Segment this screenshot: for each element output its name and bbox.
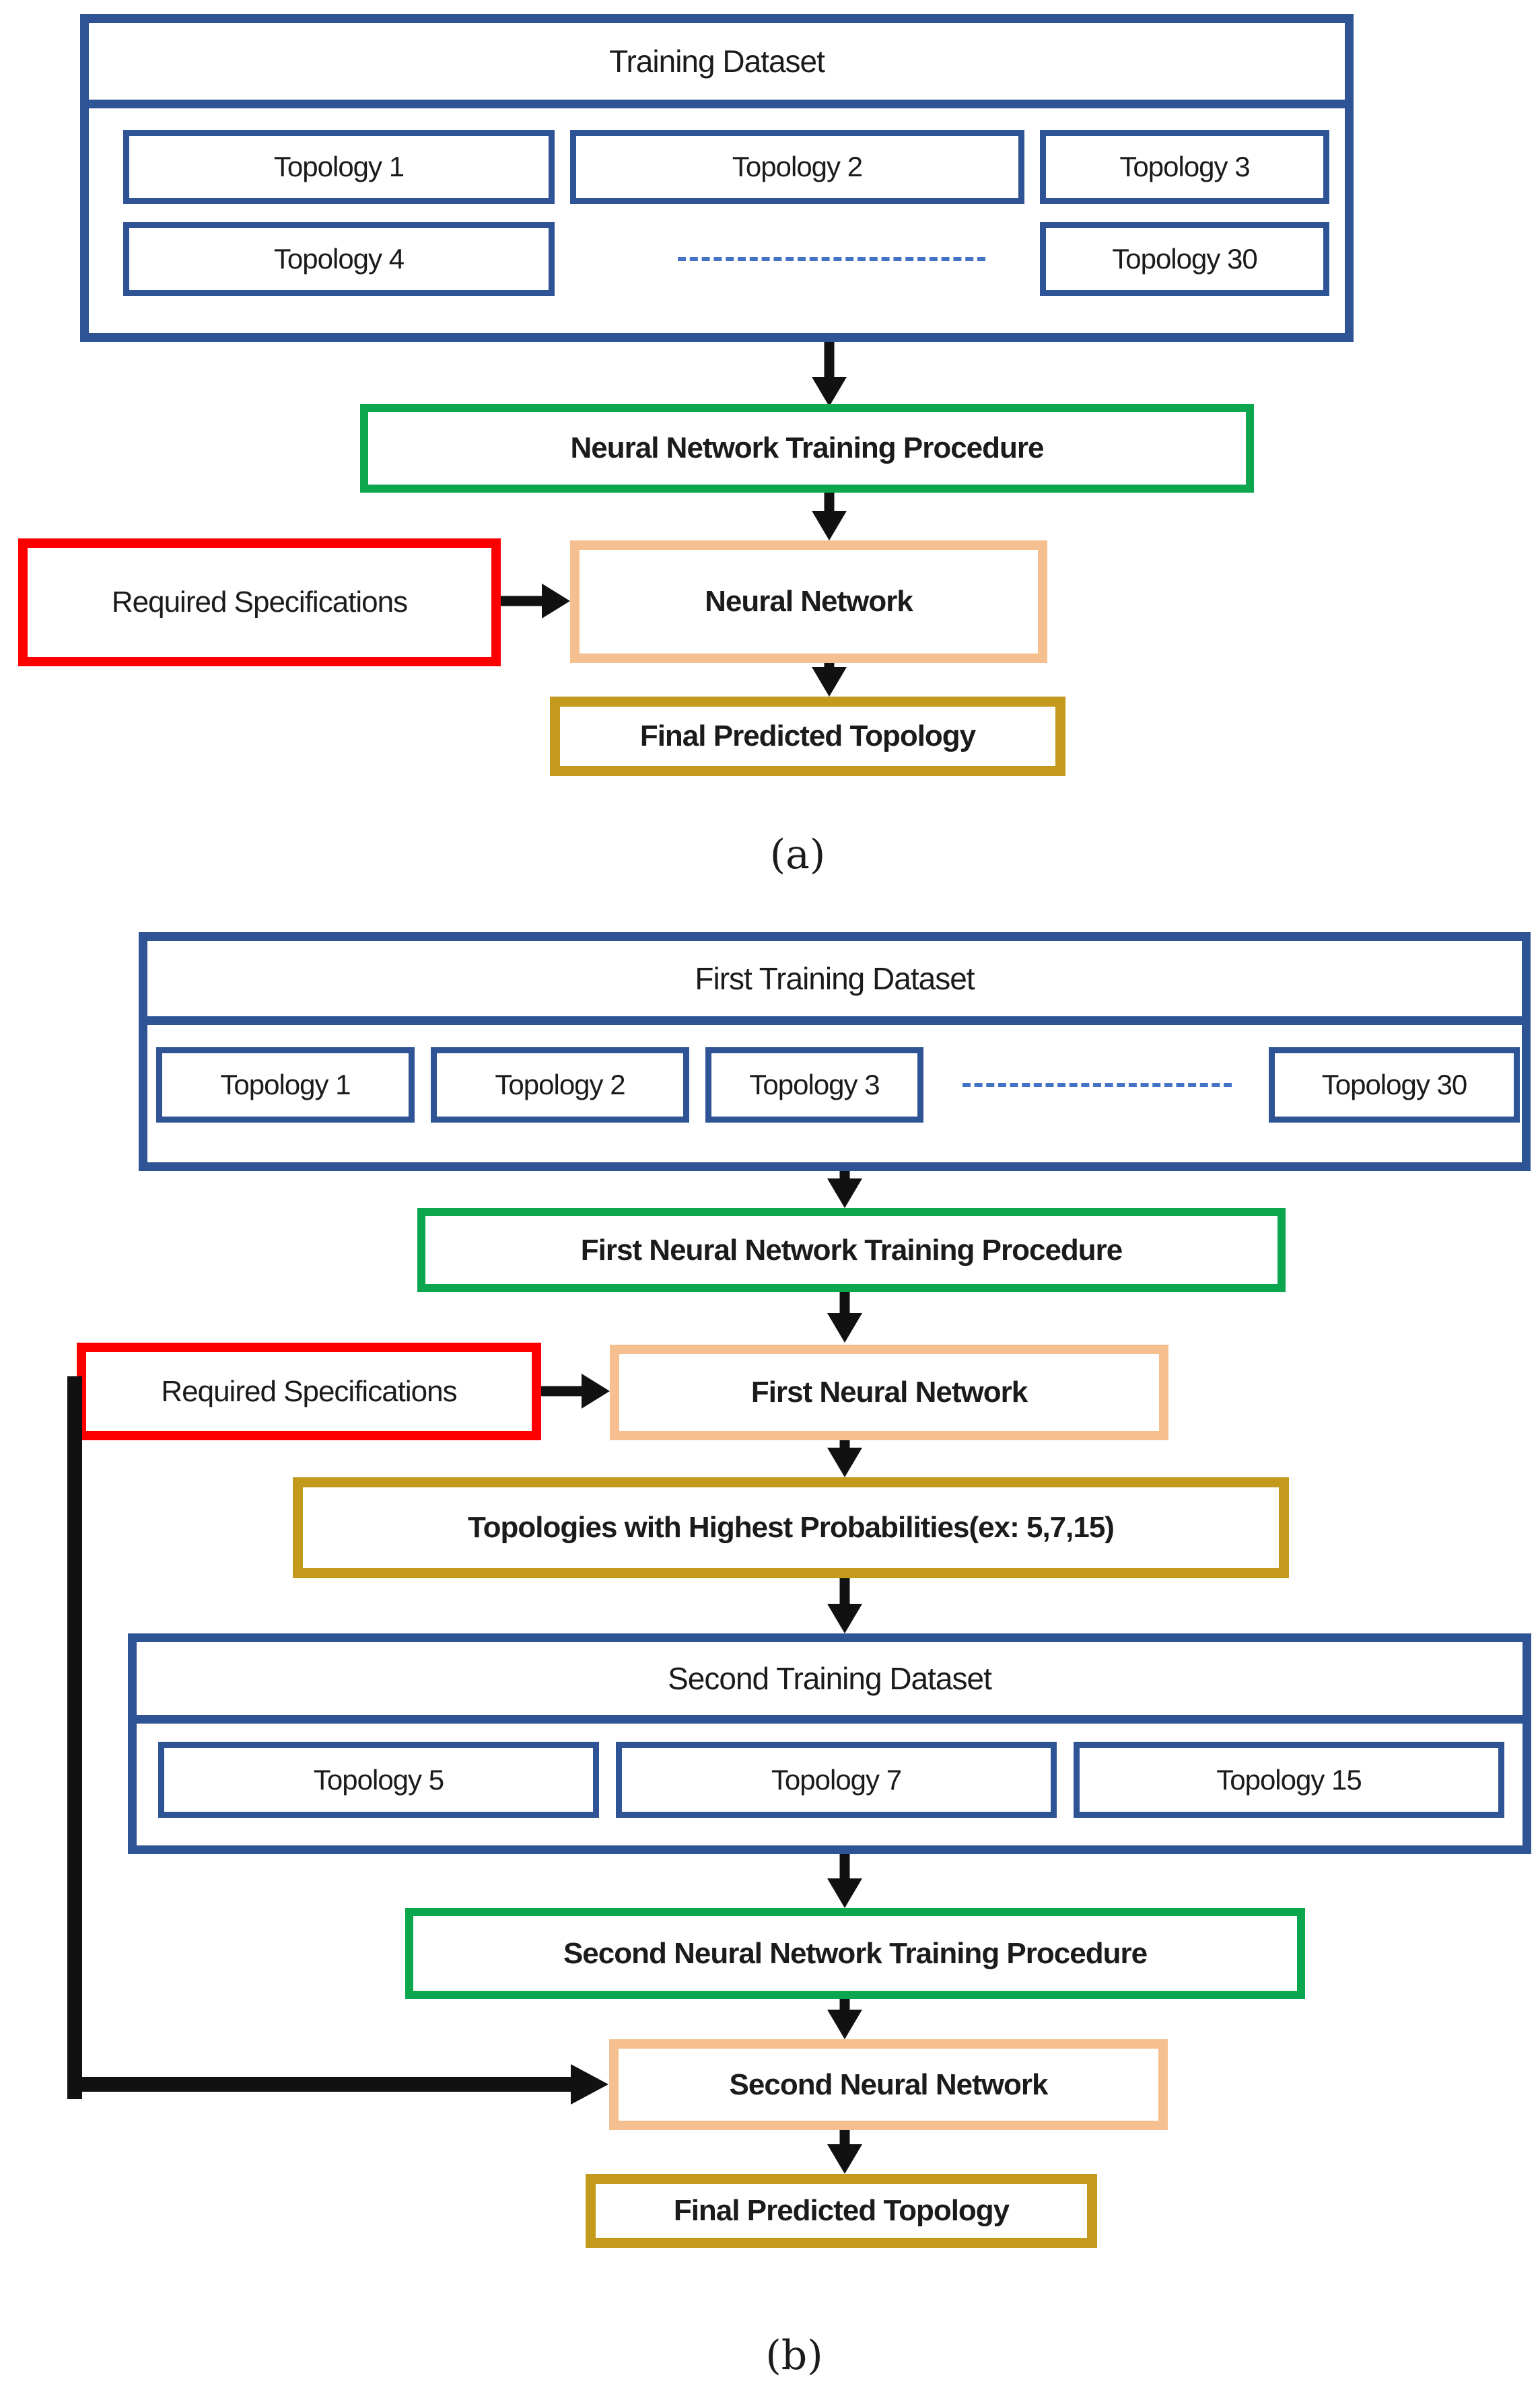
dataset-divider-b2	[137, 1715, 1523, 1724]
arrow-shaft	[541, 1386, 583, 1397]
first-neural-network-box: First Neural Network	[610, 1345, 1168, 1440]
feedback-line-horizontal	[67, 2077, 571, 2092]
second-neural-network-box: Second Neural Network	[609, 2039, 1168, 2130]
first-training-dataset-title: First Training Dataset	[695, 961, 975, 996]
topology-box: Topology 3	[705, 1047, 923, 1123]
topology-box: Topology 2	[431, 1047, 689, 1123]
topology-box: Topology 30	[1269, 1047, 1520, 1123]
ellipsis-dashed-line	[963, 1083, 1232, 1087]
feedback-line-vertical	[67, 1376, 82, 2099]
topology-box: Topology 1	[123, 130, 555, 204]
second-training-procedure-box: Second Neural Network Training Procedure	[405, 1908, 1305, 1999]
arrow-shaft	[839, 1578, 850, 1605]
down-arrow	[827, 1292, 862, 1343]
caption-b: (b)	[765, 2332, 823, 2379]
first-training-procedure-box: First Neural Network Training Procedure	[417, 1208, 1286, 1292]
topology-box: Topology 5	[158, 1742, 599, 1818]
arrow-shaft	[839, 1999, 850, 2011]
arrow-head	[812, 511, 847, 540]
arrow-head	[827, 1604, 862, 1633]
topology-box: Topology 7	[616, 1742, 1057, 1818]
down-arrow	[827, 2130, 862, 2174]
arrow-shaft	[839, 1440, 850, 1449]
down-arrow	[827, 1440, 862, 1477]
training-procedure-box-a: Neural Network Training Procedure	[360, 404, 1254, 493]
arrow-head	[827, 1313, 862, 1343]
ellipsis-dashed-line	[678, 257, 985, 261]
feedback-arrow-head	[571, 2064, 608, 2105]
arrow-shaft	[501, 596, 543, 606]
arrow-shaft	[839, 2130, 850, 2146]
training-dataset-box-a: Training Dataset Topology 1 Topology 2 T…	[80, 14, 1354, 342]
arrow-shaft	[824, 663, 835, 668]
second-training-dataset-title: Second Training Dataset	[668, 1661, 992, 1696]
topology-box: Topology 1	[156, 1047, 415, 1123]
right-arrow	[541, 1374, 610, 1409]
arrow-head	[827, 1878, 862, 1908]
down-arrow	[827, 1578, 862, 1633]
arrow-head	[827, 1448, 862, 1477]
arrow-head	[827, 1178, 862, 1208]
final-topology-box-a: Final Predicted Topology	[550, 697, 1065, 776]
first-training-dataset-box: First Training Dataset Topology 1 Topolo…	[139, 932, 1531, 1171]
arrow-shaft	[839, 1292, 850, 1314]
neural-network-box-a: Neural Network	[570, 540, 1047, 663]
down-arrow	[812, 493, 847, 540]
final-topology-box-b: Final Predicted Topology	[586, 2174, 1097, 2248]
topology-box: Topology 3	[1040, 130, 1329, 204]
down-arrow	[827, 1854, 862, 1908]
highest-probabilities-box: Topologies with Highest Probabilities(ex…	[293, 1477, 1289, 1578]
arrow-shaft	[824, 342, 835, 378]
required-specs-box-b: Required Specifications	[77, 1343, 541, 1440]
dataset-divider-a	[89, 100, 1345, 108]
second-training-dataset-box: Second Training Dataset Topology 5 Topol…	[128, 1633, 1531, 1854]
down-arrow	[827, 1999, 862, 2039]
required-specs-box-a: Required Specifications	[18, 538, 501, 666]
arrow-shaft	[824, 493, 835, 512]
arrow-head	[827, 2010, 862, 2039]
training-dataset-title-a: Training Dataset	[609, 44, 825, 79]
topology-box: Topology 4	[123, 222, 555, 296]
topology-box: Topology 2	[570, 130, 1024, 204]
topology-box: Topology 30	[1040, 222, 1329, 296]
down-arrow	[827, 1171, 862, 1208]
arrow-head	[827, 2144, 862, 2174]
arrow-head	[812, 667, 847, 697]
caption-a: (a)	[769, 831, 826, 878]
arrow-shaft	[839, 1171, 850, 1180]
arrow-head	[582, 1374, 610, 1409]
down-arrow	[812, 663, 847, 697]
arrow-head	[812, 377, 847, 407]
arrow-shaft	[839, 1854, 850, 1880]
topology-box: Topology 15	[1074, 1742, 1504, 1818]
down-arrow	[812, 342, 847, 407]
arrow-head	[542, 584, 570, 619]
right-arrow	[501, 584, 570, 619]
dataset-divider-b1	[147, 1016, 1522, 1025]
